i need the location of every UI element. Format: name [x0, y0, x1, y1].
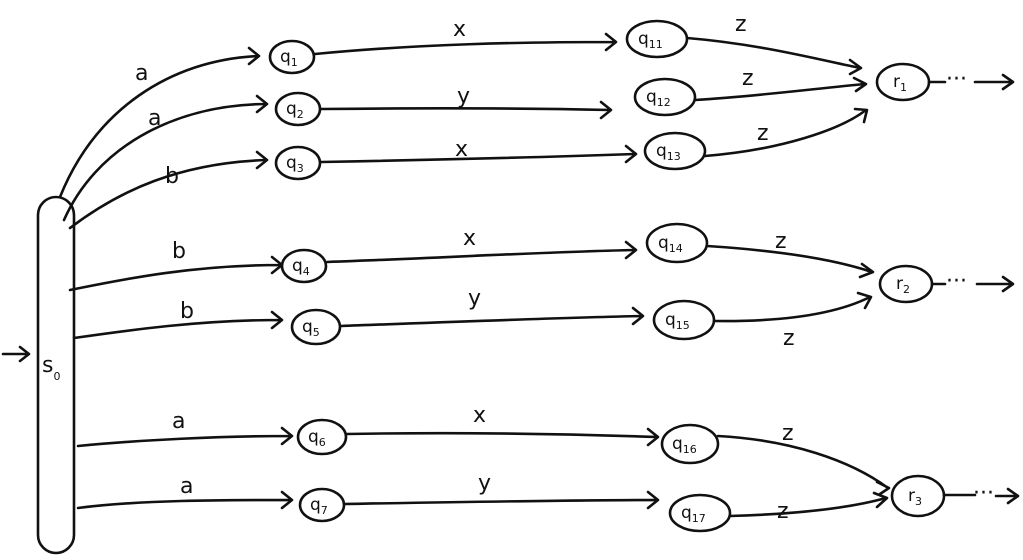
state-q7-label: q7: [310, 495, 328, 517]
state-q16-label: q16: [672, 434, 697, 456]
edge-q17-r3: [728, 491, 889, 518]
edge-label-s0-q5: b: [180, 299, 194, 324]
edge-s0-q7: [76, 490, 294, 510]
edge-label-s0-q6: a: [172, 409, 185, 434]
state-q13: [643, 131, 707, 171]
edge-label-q1-q11: x: [453, 17, 466, 42]
edge-label-q3-q13: x: [455, 137, 468, 162]
state-q1-label: q1: [280, 47, 298, 69]
state-r3-label: r3: [908, 486, 922, 508]
continuation-arrow-r3: [942, 487, 1020, 505]
edge-q16-r3: [716, 434, 891, 496]
edge-q13-r1: [703, 107, 869, 158]
continuation-dots-r3: ···: [973, 481, 994, 506]
state-r1-label: r1: [893, 72, 907, 94]
edge-q1-q11: [313, 32, 618, 56]
edge-label-s0-q7: a: [180, 474, 193, 499]
state-q5: [290, 308, 342, 346]
edge-label-q16-r3: z: [782, 421, 794, 446]
start-arrow: [1, 345, 31, 363]
state-q6: [296, 418, 348, 456]
edge-label-q4-q14: x: [463, 226, 476, 251]
edge-s0-q6: [76, 426, 294, 448]
edge-label-q17-r3: z: [777, 499, 789, 524]
state-q12-label: q12: [646, 87, 671, 109]
state-q2-label: q2: [286, 99, 304, 121]
edge-q12-r1: [693, 76, 868, 102]
edge-q3-q13: [319, 144, 638, 164]
state-q4-label: q4: [292, 256, 310, 278]
state-q14-label: q14: [658, 233, 683, 255]
state-q1: [268, 39, 316, 75]
edge-q15-r2: [712, 291, 873, 323]
state-q11-label: q11: [638, 29, 663, 51]
edge-label-q13-r1: z: [757, 121, 769, 146]
state-s0: [36, 195, 76, 555]
edge-label-q6-q16: x: [473, 403, 486, 428]
state-q16: [660, 423, 720, 465]
state-q17: [668, 493, 732, 533]
edge-q5-q15: [339, 306, 645, 328]
edge-label-q2-q12: y: [457, 84, 470, 109]
state-q7: [298, 487, 346, 523]
edge-label-q15-r2: z: [783, 326, 795, 351]
state-q13-label: q13: [656, 141, 681, 163]
continuation-dots-r2: ···: [946, 269, 967, 294]
edge-q4-q14: [325, 240, 638, 264]
continuation-arrow-r1: [927, 73, 1015, 91]
edge-label-q7-q17: y: [478, 471, 491, 496]
state-q5-label: q5: [302, 317, 320, 339]
continuation-arrow-r2: [930, 275, 1015, 293]
edge-label-s0-q2: a: [148, 106, 161, 131]
edge-label-q12-r1: z: [742, 66, 754, 91]
edge-label-q11-r1: z: [735, 12, 747, 37]
edge-label-s0-q4: b: [172, 239, 186, 264]
continuation-dots-r1: ···: [946, 67, 967, 92]
state-q15-label: q15: [665, 310, 690, 332]
state-q17-label: q17: [681, 503, 706, 525]
state-q4: [280, 248, 328, 284]
state-s0-label: s0: [42, 353, 60, 383]
edge-s0-q5: [72, 310, 284, 340]
state-q3-label: q3: [286, 153, 304, 175]
edge-q11-r1: [685, 36, 863, 76]
edge-q7-q17: [343, 490, 660, 510]
edge-label-q14-r2: z: [775, 229, 787, 254]
state-q3: [274, 145, 322, 181]
edge-q14-r2: [705, 244, 875, 279]
state-q12: [633, 77, 697, 117]
state-r2-label: r2: [896, 274, 910, 296]
edge-s0-q3: [68, 150, 269, 230]
edge-q2-q12: [319, 100, 613, 120]
edge-label-s0-q3: b: [165, 164, 179, 189]
edge-label-q5-q15: y: [468, 286, 481, 311]
edge-q6-q16: [345, 427, 660, 447]
state-q6-label: q6: [308, 427, 326, 449]
edge-s0-q2: [62, 94, 269, 222]
edge-s0-q1: [58, 46, 261, 199]
state-q14: [645, 222, 709, 264]
edge-label-s0-q1: a: [135, 61, 148, 86]
